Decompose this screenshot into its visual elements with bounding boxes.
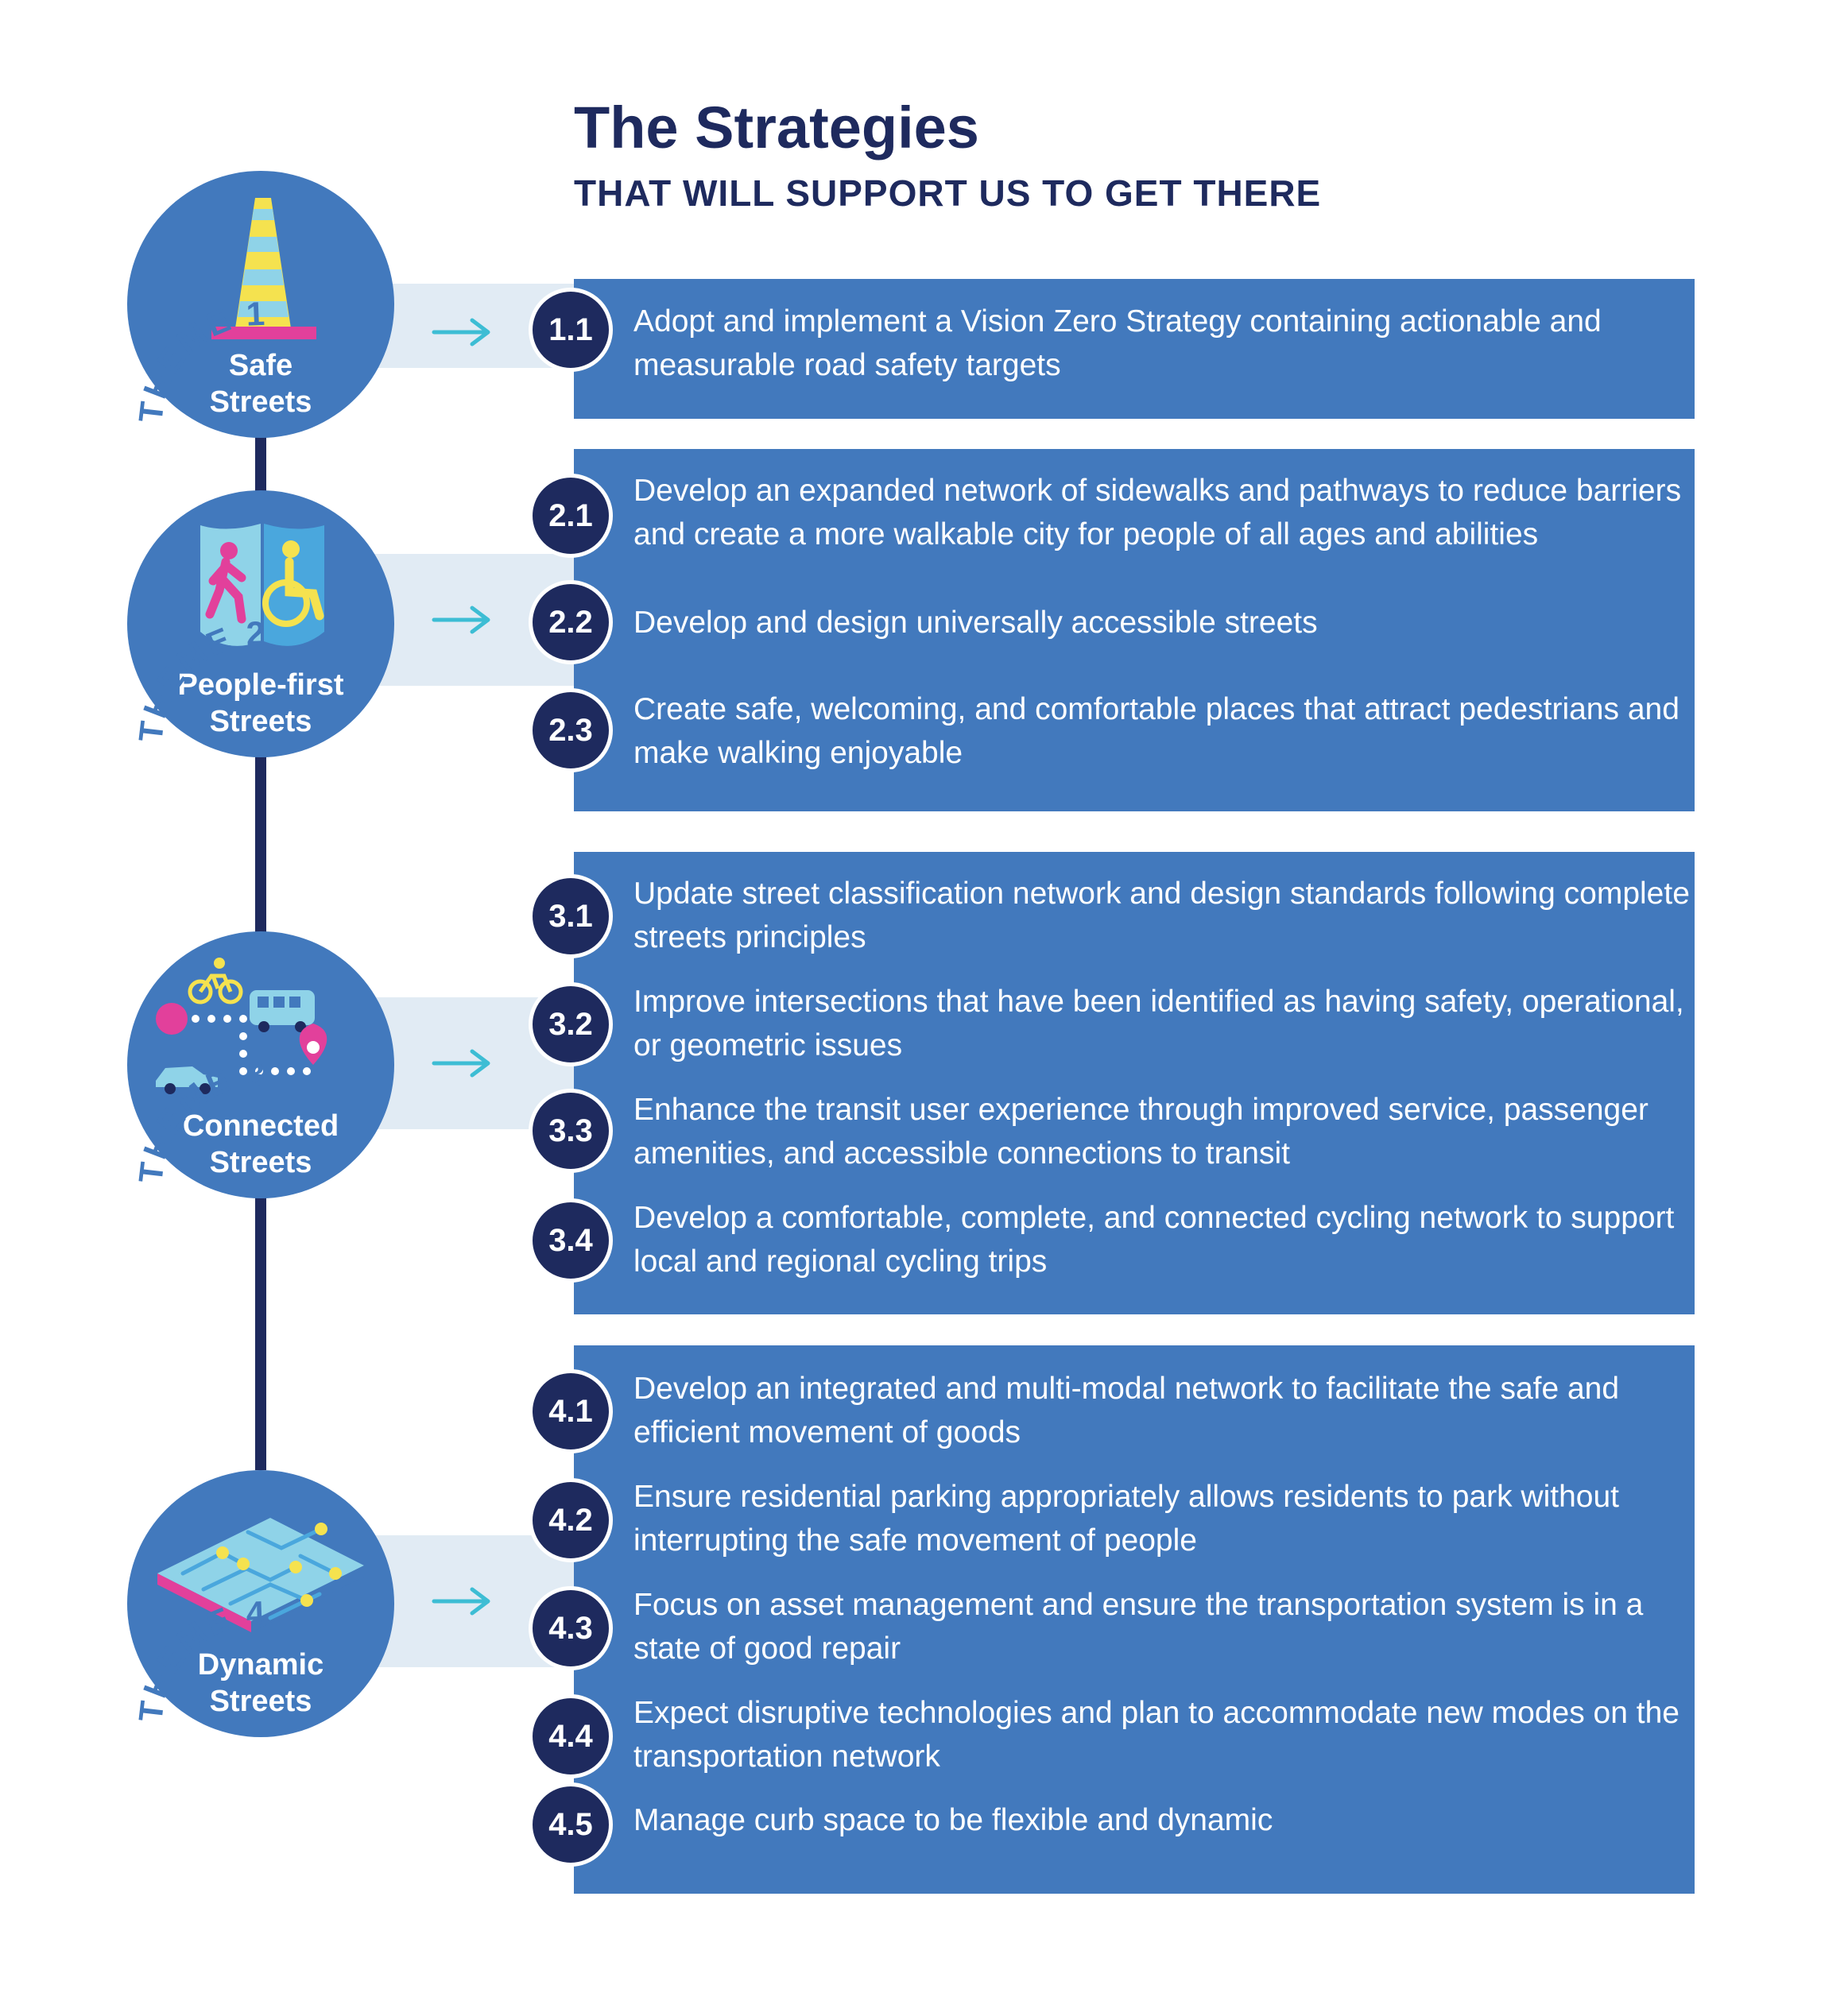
strategy-panel-theme-2	[574, 449, 1695, 811]
strategy-number-badge: 4.5	[529, 1782, 613, 1867]
theme-circle-connected-streets: Connected Streets	[127, 931, 394, 1198]
theme-label: THEME 1	[131, 295, 267, 424]
strategy-number-badge: 3.4	[529, 1198, 613, 1283]
strategy-number-badge: 3.3	[529, 1089, 613, 1173]
theme-label: THEME 2	[131, 614, 267, 744]
page-title: The Strategies	[574, 95, 979, 161]
theme-name-line-1: People-first	[177, 668, 344, 702]
strategy-text: Develop a comfortable, complete, and con…	[633, 1201, 1675, 1279]
theme-name-line-1: Connected	[182, 1109, 339, 1143]
strategy-number-badge: 4.1	[529, 1369, 613, 1453]
theme-name-line-2: Streets	[209, 385, 312, 419]
multimodal-route-icon	[156, 958, 327, 1094]
strategy-number-badge: 3.2	[529, 982, 613, 1066]
strategy-panel-theme-4	[574, 1345, 1695, 1894]
arrow-right-icon	[432, 1049, 490, 1078]
arrow-right-icon	[432, 1587, 490, 1616]
strategy-number-badge: 2.3	[529, 688, 613, 772]
theme-name-line-2: Streets	[209, 1685, 312, 1718]
theme-name-line-2: Streets	[209, 1146, 312, 1179]
strategy-text: Develop and design universally accessibl…	[633, 606, 1318, 640]
theme-label: THEME 4	[131, 1594, 267, 1724]
theme-name-line-1: Safe	[228, 349, 293, 382]
strategy-text: Adopt and implement a Vision Zero Strate…	[633, 304, 1602, 382]
strategy-text: Expect disruptive technologies and plan …	[633, 1696, 1679, 1774]
theme-label-arc: THEME 3	[131, 1055, 265, 1185]
strategy-number-badge: 4.4	[529, 1694, 613, 1778]
strategy-text: Develop an integrated and multi-modal ne…	[633, 1372, 1620, 1449]
strategy-text: Manage curb space to be flexible and dyn…	[633, 1803, 1273, 1837]
theme-circle-dynamic-streets: Dynamic Streets	[127, 1470, 394, 1737]
theme-circle-safe-streets: Safe Streets	[127, 171, 394, 438]
strategy-number-badge: 4.2	[529, 1478, 613, 1562]
strategy-number-badge: 3.1	[529, 874, 613, 958]
theme-label-arc: THEME 4	[131, 1594, 265, 1724]
arrow-right-icon	[432, 606, 490, 634]
page-subtitle: THAT WILL SUPPORT US TO GET THERE	[574, 172, 1322, 214]
strategy-text: Update street classification network and…	[633, 877, 1690, 954]
theme-name-line-2: Streets	[209, 705, 312, 738]
theme-label-arc: THEME 2	[131, 614, 265, 744]
theme-name-line-1: Dynamic	[197, 1648, 324, 1682]
circuit-grid-icon	[157, 1518, 364, 1632]
strategy-text: Improve intersections that have been ide…	[633, 985, 1684, 1062]
strategy-number-badge: 2.2	[529, 580, 613, 664]
strategy-panel-theme-3	[574, 852, 1695, 1314]
theme-label: THEME 3	[131, 1055, 267, 1185]
strategy-panel-theme-1	[574, 279, 1695, 419]
strategy-text: Enhance the transit user experience thro…	[633, 1093, 1648, 1171]
strategy-text: Create safe, welcoming, and comfortable …	[633, 692, 1679, 770]
pedestrian-wheelchair-icon	[200, 524, 324, 646]
traffic-cone-icon	[211, 198, 316, 339]
strategy-number-badge: 4.3	[529, 1586, 613, 1670]
theme-circle-people-first-streets: People-first Streets	[127, 490, 394, 757]
strategy-text: Develop an expanded network of sidewalks…	[633, 474, 1682, 551]
strategy-text: Ensure residential parking appropriately…	[633, 1480, 1619, 1558]
strategy-number-badge: 1.1	[529, 288, 613, 372]
theme-label-arc: THEME 1	[131, 295, 265, 424]
arrow-right-icon	[432, 318, 490, 346]
strategy-text: Focus on asset management and ensure the…	[633, 1588, 1644, 1666]
strategy-number-badge: 2.1	[529, 474, 613, 558]
